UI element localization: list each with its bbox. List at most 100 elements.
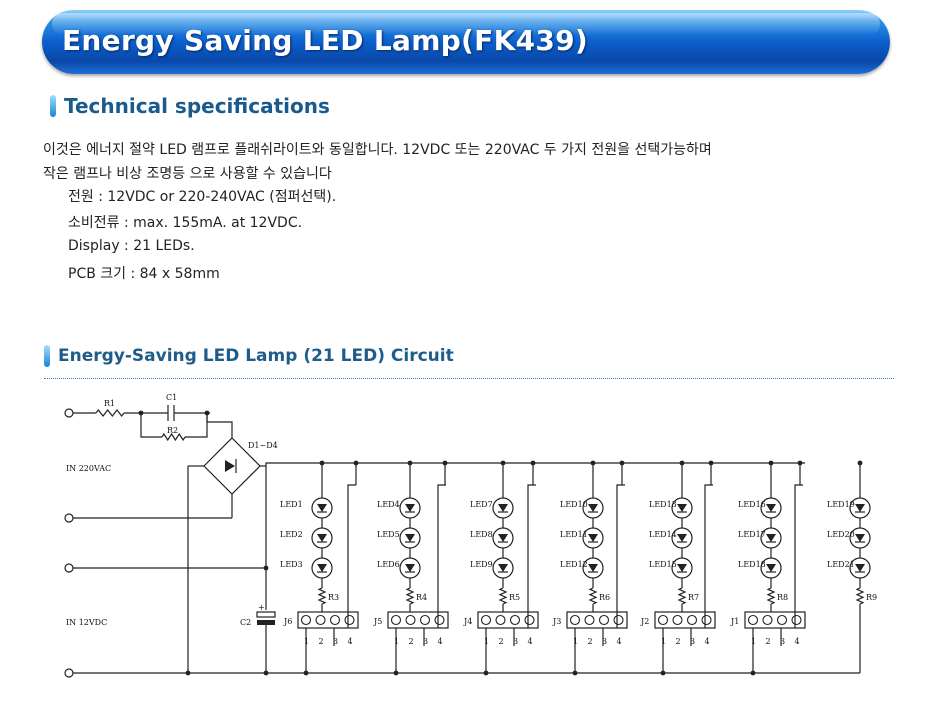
top-rail: [265, 462, 805, 466]
junction-dot: [750, 670, 756, 676]
label-led: LED15: [649, 560, 677, 569]
jumper-pin: [344, 614, 355, 626]
label-pin-number: 4: [705, 637, 710, 646]
section-header-specs: Technical specifications: [50, 94, 330, 118]
label-in-220vac: IN 220VAC: [66, 464, 111, 473]
label-led: LED9: [470, 560, 493, 569]
junction-dot: [263, 670, 269, 676]
label-led: LED10: [560, 500, 588, 509]
group-feed-wire: [616, 484, 625, 628]
label-pin-number: 2: [499, 637, 504, 646]
label-bridge: D1~D4: [248, 441, 278, 450]
diode-triangle: [588, 564, 598, 572]
label-led: LED4: [377, 500, 400, 509]
bullet-pill-icon: [44, 345, 50, 367]
jumper-pin: [315, 614, 326, 626]
label-resistor: R8: [777, 593, 788, 602]
label-led: LED14: [649, 530, 677, 539]
spec-display: Display : 21 LEDs.: [68, 238, 195, 254]
junction-dot: [572, 670, 578, 676]
diode-triangle: [766, 564, 776, 572]
spec-current: 소비전류 : max. 155mA. at 12VDC.: [68, 215, 303, 231]
diode-triangle: [405, 504, 415, 512]
jumper-pin: [776, 614, 788, 626]
group-feed-wire: [437, 484, 446, 628]
diode-triangle: [498, 504, 508, 512]
jumper-pin: [329, 614, 341, 626]
jumper-header: [744, 611, 806, 629]
label-resistor: R6: [599, 593, 610, 602]
resistor-symbol: [677, 587, 687, 605]
label-resistor: R5: [509, 593, 520, 602]
jumper-pin: [569, 614, 581, 626]
junction-dot: [442, 460, 448, 466]
label-pin-number: 4: [528, 637, 533, 646]
group-feed-wire: [527, 484, 536, 628]
resistor-symbol: [161, 432, 186, 442]
label-r1: R1: [104, 399, 115, 408]
diode-triangle: [766, 534, 776, 542]
jumper-pin: [584, 614, 595, 626]
jumper-pin: [524, 614, 535, 626]
jumper-pin: [480, 614, 492, 626]
input-terminal: [64, 408, 74, 418]
jumper-pin: [686, 614, 698, 626]
section-divider: [44, 378, 894, 379]
jumper-pin: [434, 614, 445, 626]
junction-dot: [679, 460, 685, 466]
label-pin-number: 4: [348, 637, 353, 646]
diode-triangle: [317, 504, 327, 512]
page-title: Energy Saving LED Lamp(FK439): [62, 24, 589, 57]
jumper-pin: [747, 614, 759, 626]
junction-dot: [708, 460, 714, 466]
resistor-symbol: [405, 587, 415, 605]
label-led: LED20: [827, 530, 855, 539]
label-jumper: J2: [640, 617, 649, 626]
section-title-specs: Technical specifications: [64, 94, 330, 118]
junction-dot: [353, 460, 359, 466]
label-led: LED18: [738, 560, 766, 569]
label-r2: R2: [167, 426, 178, 435]
spec-power: 전원 : 12VDC or 220-240VAC (점퍼선택).: [68, 189, 337, 205]
jumper-header: [477, 611, 539, 629]
group-feed-wire: [794, 484, 803, 628]
label-in-12vdc: IN 12VDC: [66, 618, 107, 627]
label-resistor: R3: [328, 593, 339, 602]
label-led: LED1: [280, 500, 303, 509]
diode-triangle: [766, 504, 776, 512]
label-led: LED2: [280, 530, 303, 539]
label-pin-number: 4: [795, 637, 800, 646]
jumper-pin: [405, 614, 416, 626]
label-pin-number: 3: [602, 637, 607, 646]
section-header-circuit: Energy-Saving LED Lamp (21 LED) Circuit: [44, 345, 454, 367]
junction-dot: [797, 460, 803, 466]
junction-dot: [303, 670, 309, 676]
label-led: LED17: [738, 530, 766, 539]
section-title-circuit: Energy-Saving LED Lamp (21 LED) Circuit: [58, 346, 454, 366]
resistor-symbol: [855, 587, 865, 605]
group-feed-wire: [704, 484, 713, 628]
diode-triangle: [317, 534, 327, 542]
spec-pcb-size: PCB 크기 : 84 x 58mm: [68, 266, 220, 282]
diode-triangle: [677, 564, 687, 572]
jumper-header: [387, 611, 449, 629]
diode-triangle: [855, 564, 865, 572]
input-terminal: [64, 513, 74, 523]
resistor-symbol: [95, 409, 125, 417]
label-led: LED3: [280, 560, 303, 569]
label-jumper: J3: [552, 617, 561, 626]
jumper-pin: [300, 614, 312, 626]
resistor-symbol: [588, 587, 598, 605]
resistor-symbol: [498, 587, 508, 605]
label-pin-number: 3: [513, 637, 518, 646]
resistor-symbol: [317, 587, 327, 605]
label-led: LED19: [827, 500, 855, 509]
capacitor-c2-plate: [257, 620, 275, 625]
jumper-pin: [672, 614, 683, 626]
label-pin-number: 4: [617, 637, 622, 646]
label-pin-number: 3: [690, 637, 695, 646]
junction-dot: [483, 670, 489, 676]
jumper-pin: [390, 614, 402, 626]
junction-dot: [500, 460, 506, 466]
